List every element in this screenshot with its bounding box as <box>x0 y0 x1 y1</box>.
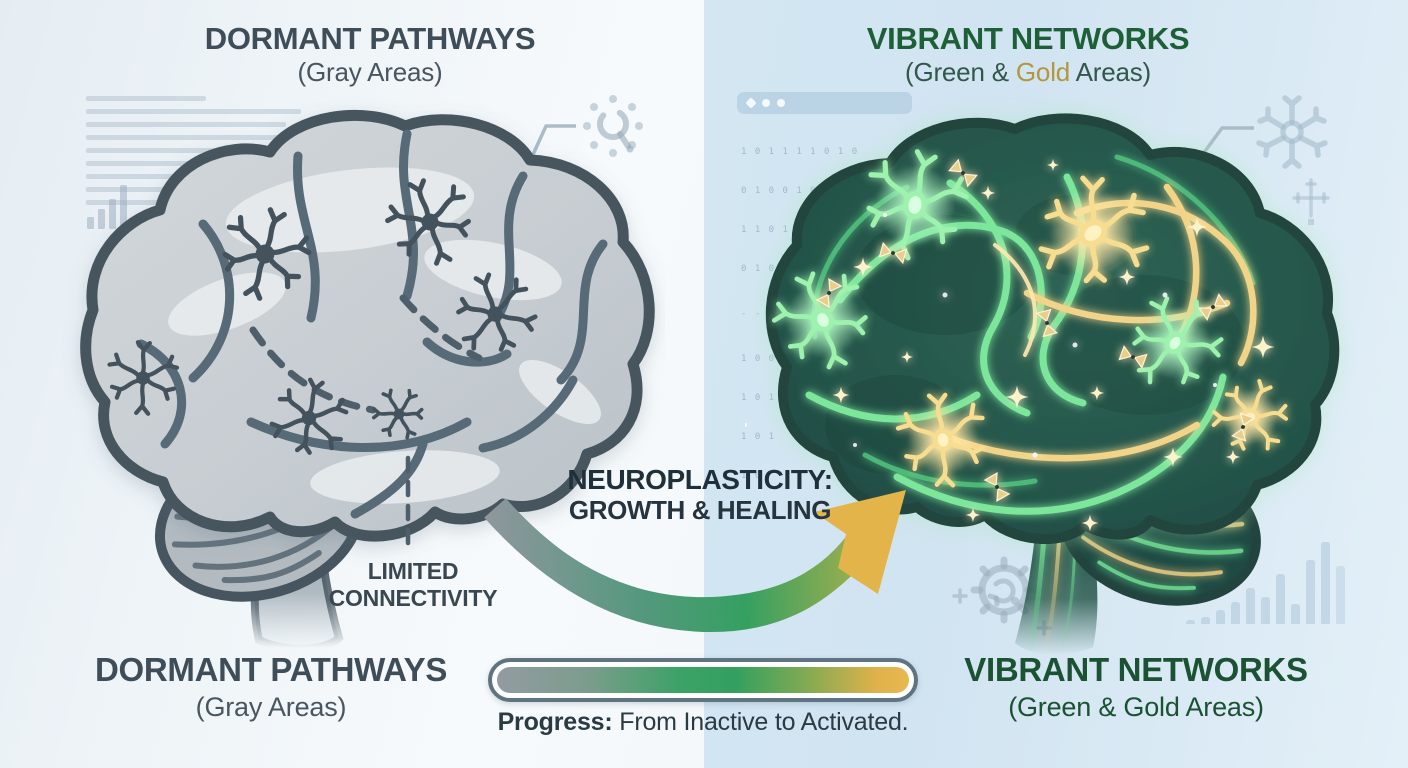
progress-caption: Progress: From Inactive to Activated. <box>453 708 953 737</box>
arrow-head <box>814 490 906 594</box>
neuron-outline-icon <box>1256 95 1328 169</box>
sparkles <box>745 159 1275 532</box>
binary-row: 1 0 1 1 1 1 0 1 0 <box>741 147 859 157</box>
bar-chart-large-icon <box>1186 528 1345 624</box>
active-neurons <box>762 144 1292 492</box>
dashed-connections <box>249 294 483 557</box>
subtitle-gold-word: Gold <box>1015 57 1071 87</box>
subtitle-green-part: (Green & <box>904 57 1016 87</box>
molecule-icon <box>583 95 643 157</box>
browser-bar-icon <box>737 92 912 114</box>
dormant-neurons <box>110 169 551 466</box>
progress-bar-fill <box>497 667 909 693</box>
annotation-line1: LIMITED <box>367 558 459 584</box>
center-headline-line2: GROWTH & HEALING <box>568 495 832 525</box>
annotation-line2: CONNECTIVITY <box>328 585 498 611</box>
gyri-lines <box>136 129 608 519</box>
vibrant-brain-illustration <box>745 113 1340 655</box>
binary-row: 1 0 1 <box>741 432 776 442</box>
left-bottom-title: DORMANT PATHWAYS <box>94 651 448 688</box>
left-top-subtitle: (Gray Areas) <box>297 57 443 87</box>
right-top-title: VIBRANT NETWORKS <box>866 21 1190 56</box>
binary-row: 1 0 <box>741 471 762 481</box>
callout-line-right <box>1198 126 1254 160</box>
progress-bar <box>488 658 918 702</box>
center-headline-line1: NEUROPLASTICITY: <box>567 464 833 495</box>
dormant-brain-illustration <box>80 109 655 652</box>
progress-caption-rest: From Inactive to Activated. <box>612 708 909 736</box>
right-top-subtitle: (Green & Gold Areas) <box>828 57 1228 87</box>
right-bottom-title: VIBRANT NETWORKS <box>964 651 1308 688</box>
right-bottom-subtitle: (Green & Gold Areas) <box>1008 692 1264 722</box>
subtitle-areas-part: Areas) <box>1070 57 1152 87</box>
axis-cross-icon <box>1292 178 1330 225</box>
bar-chart-small-icon <box>87 183 127 229</box>
left-top-title: DORMANT PATHWAYS <box>204 21 536 56</box>
progress-caption-bold: Progress: <box>497 708 613 736</box>
neuroplasticity-arrow <box>484 490 906 633</box>
left-bottom-subtitle: (Gray Areas) <box>195 692 347 722</box>
